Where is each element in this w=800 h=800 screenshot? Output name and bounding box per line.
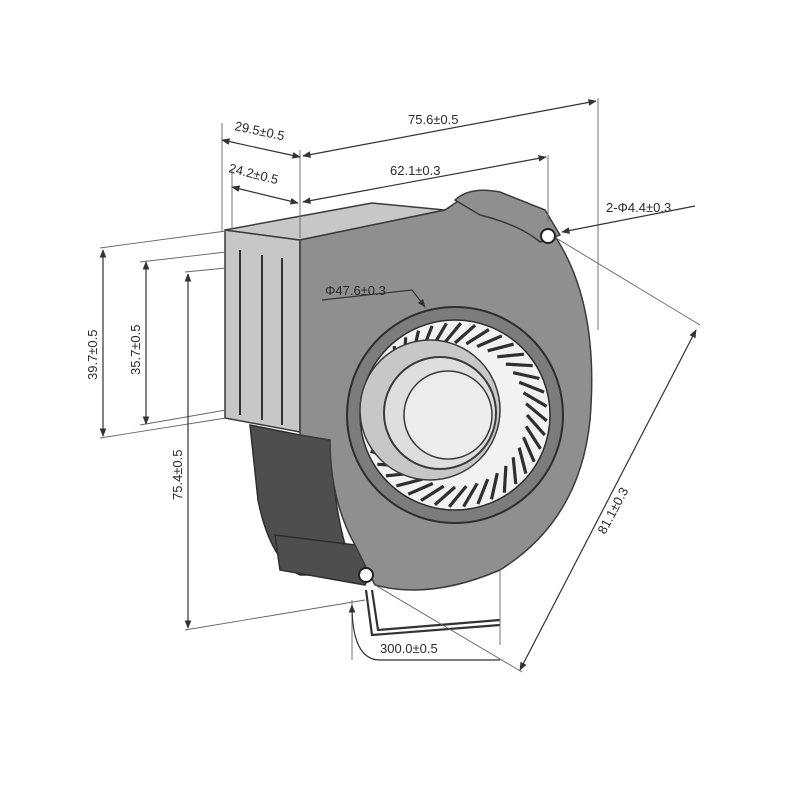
impeller-blade: [476, 334, 503, 348]
impeller-blade: [502, 465, 508, 493]
power-cable: [370, 589, 501, 632]
label-outlet-height-outer: 39.7±0.5: [85, 329, 100, 380]
impeller-blade: [462, 482, 479, 508]
label-inlet-diameter: Φ47.6±0.3: [325, 283, 386, 298]
bottom-mount-hole: [358, 567, 374, 583]
label-depth-overall: 29.5±0.5: [233, 118, 286, 143]
label-cable-length: 300.0±0.5: [380, 641, 438, 656]
label-mount-holes: 2-Φ4.4±0.3: [606, 200, 671, 215]
dim-line-hole-spacing: [519, 329, 697, 671]
impeller-hub-cap: [403, 370, 493, 460]
dim-line-mount-holes: [561, 205, 696, 234]
top-mount-hole: [540, 228, 556, 244]
dim-line-depth-overall: [221, 138, 301, 159]
dimension-lines: [99, 99, 697, 671]
impeller-blade: [476, 478, 490, 505]
impeller-blade: [465, 328, 490, 346]
power-cable-second: [364, 589, 501, 637]
impeller-blade: [487, 342, 515, 353]
label-outlet-depth: 24.2±0.5: [227, 160, 280, 187]
impeller-blade: [453, 324, 477, 345]
dim-line-outlet-to-hole: [302, 155, 547, 204]
dim-line-cable-length: [348, 604, 500, 661]
label-hole-spacing: 81.1±0.3: [594, 485, 631, 537]
label-outlet-to-hole: 62.1±0.3: [390, 163, 441, 178]
outlet-fins: [239, 250, 283, 425]
impeller-blade: [447, 485, 468, 508]
impeller-blade: [433, 485, 457, 506]
dim-line-inlet-diameter: [321, 289, 426, 308]
impeller-blade: [395, 477, 423, 488]
impeller-blade: [497, 352, 525, 359]
extension-lines: [99, 98, 701, 673]
impeller-blade: [505, 362, 533, 368]
impeller-blade: [511, 457, 518, 485]
impeller-blade: [442, 322, 463, 345]
label-height-overall: 75.4±0.5: [170, 449, 185, 500]
dim-line-width-overall: [302, 99, 597, 158]
impeller-blade: [407, 482, 434, 496]
impeller-blade: [420, 484, 445, 502]
impeller-blade: [489, 472, 499, 500]
label-width-overall: 75.6±0.5: [408, 112, 459, 127]
dim-line-outlet-depth: [231, 185, 299, 205]
label-outlet-height-inner: 35.7±0.5: [128, 324, 143, 375]
fan-body: [224, 189, 593, 637]
